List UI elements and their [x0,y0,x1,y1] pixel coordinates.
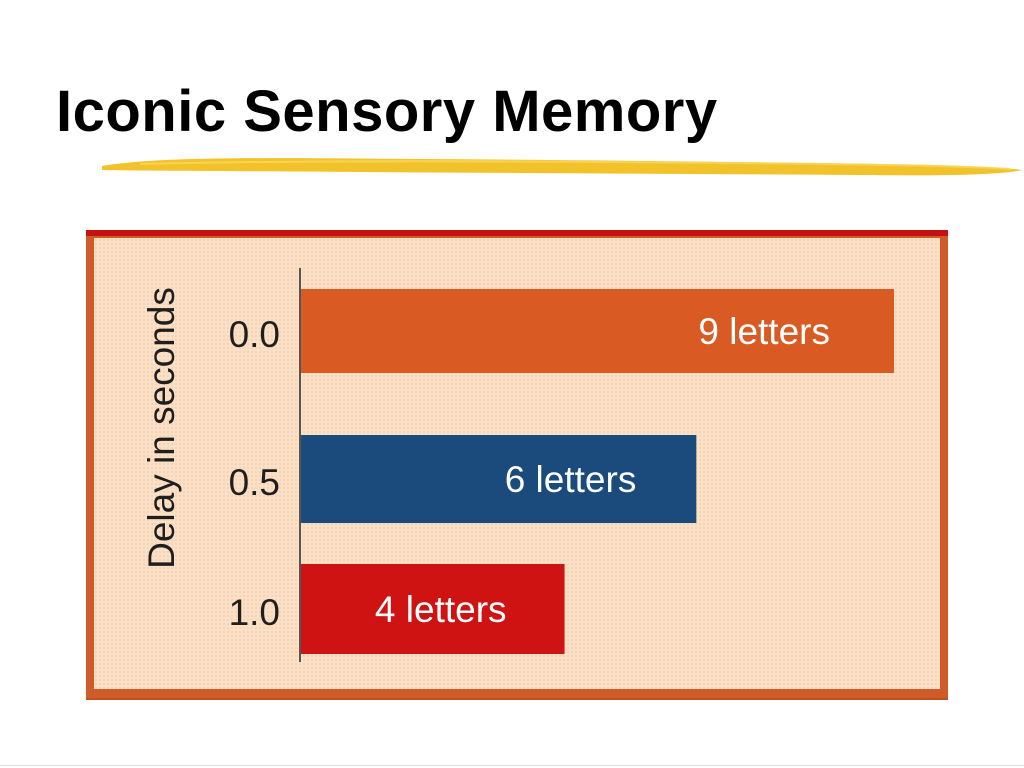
bar-0-0 [301,289,894,373]
bar-0-5 [301,435,697,523]
y-axis-title: Delay in seconds [141,287,182,569]
bar-data-label: 9 letters [698,311,830,352]
bar-chart: 9 letters 6 letters 4 letters 0.0 0.5 1.0 De… [141,268,894,662]
underline-highlight [139,160,1011,170]
y-tick-label: 1.0 [229,592,280,633]
slide-title: Iconic Sensory Memory [56,79,718,144]
bars-group: 9 letters 6 letters 4 letters [301,289,894,654]
bar-data-label: 4 letters [375,589,507,630]
y-tick-label: 0.0 [229,314,280,355]
title-underline [102,158,1022,176]
bar-data-label: 6 letters [505,459,637,500]
bar-1-0 [301,564,565,654]
chart-frame: 9 letters 6 letters 4 letters 0.0 0.5 1.0 De… [86,230,948,700]
bottom-rule [0,765,1024,766]
underline-stroke [102,158,1022,176]
tick-labels-group: 0.0 0.5 1.0 [229,314,280,633]
chart-plot-area: 9 letters 6 letters 4 letters 0.0 0.5 1.0 De… [94,238,940,689]
y-tick-label: 0.5 [229,462,280,503]
